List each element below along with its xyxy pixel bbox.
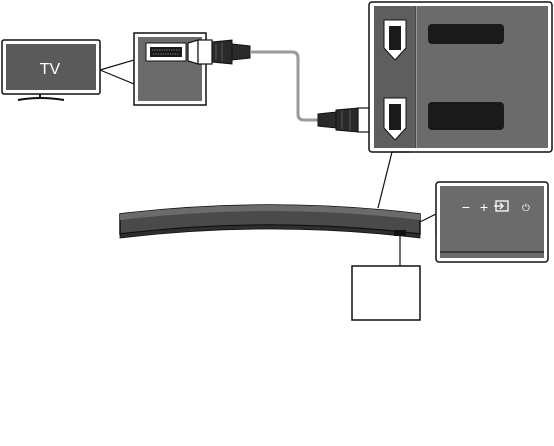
hdmi-cable-line bbox=[250, 50, 318, 122]
hdmi-port-icon bbox=[383, 19, 407, 61]
power-icon: ⏻ bbox=[522, 203, 530, 214]
hdmi-cable-icon bbox=[187, 39, 251, 65]
control-callout-pointer bbox=[419, 213, 437, 236]
input-source-icon bbox=[494, 200, 509, 212]
tv-icon: TV bbox=[1, 39, 101, 101]
volume-up-button: + bbox=[480, 199, 488, 215]
soundbar-port-zoom bbox=[368, 1, 553, 153]
hdmi-port-icon bbox=[145, 42, 187, 62]
hdmi-port-icon bbox=[383, 97, 407, 141]
zoom-callout-pointer bbox=[377, 151, 410, 209]
soundbar-control-panel bbox=[435, 181, 549, 263]
tv-label: TV bbox=[40, 61, 61, 78]
tv-callout-pointer bbox=[99, 59, 135, 85]
ir-sensor-box bbox=[351, 265, 421, 321]
soundbar-icon bbox=[119, 204, 421, 239]
volume-down-button: − bbox=[462, 199, 470, 215]
hdmi-cable-plug-soundbar bbox=[317, 107, 383, 133]
